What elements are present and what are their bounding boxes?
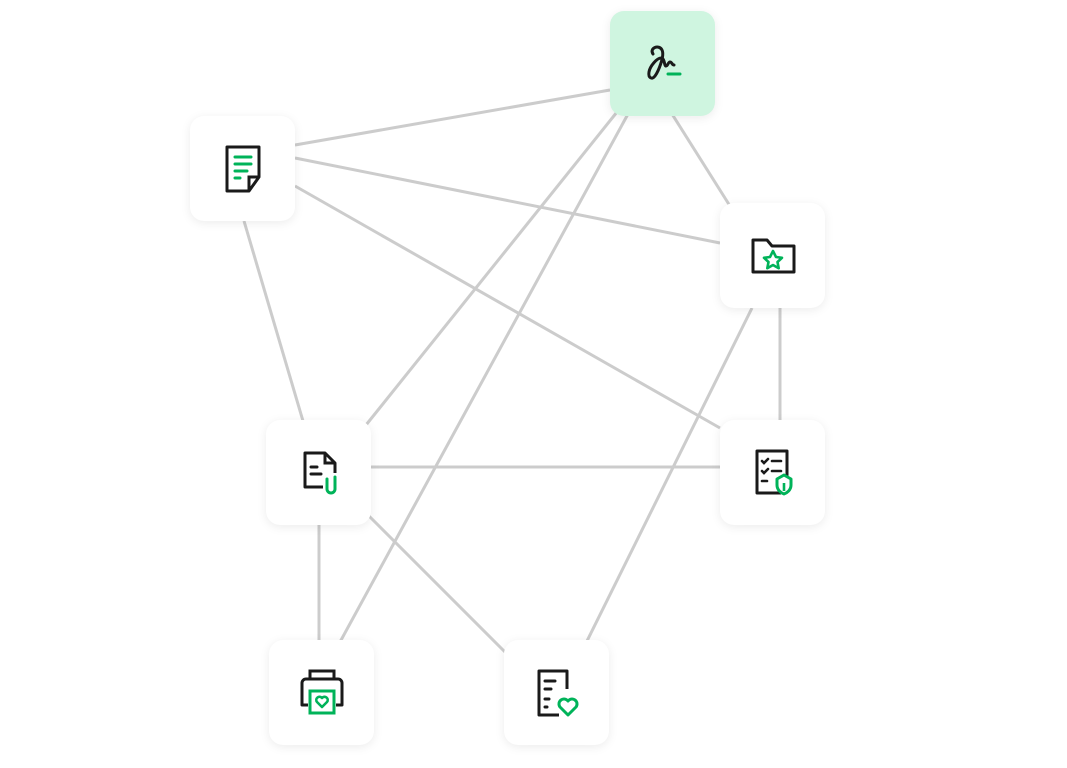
- document-lines-icon: [225, 145, 260, 192]
- printer-heart-icon: [300, 669, 343, 714]
- edge-signature-to-attachment: [364, 111, 619, 426]
- node-checklist[interactable]: [720, 420, 825, 525]
- folder-star-icon: [751, 238, 795, 273]
- edge-signature-to-document: [294, 88, 611, 147]
- signature-icon: [646, 45, 681, 80]
- node-attachment[interactable]: [266, 420, 371, 525]
- edge-signature-to-folder-star: [670, 113, 732, 207]
- edge-signature-to-printer: [338, 113, 630, 643]
- edge-document-to-checklist: [294, 184, 721, 430]
- checklist-shield-icon: [755, 449, 792, 495]
- edge-document-to-attachment: [242, 220, 305, 422]
- document-heart-icon: [537, 669, 578, 716]
- node-printer[interactable]: [269, 640, 374, 745]
- document-attachment-icon: [303, 451, 336, 494]
- node-folder-star[interactable]: [720, 203, 825, 308]
- node-signature[interactable]: [610, 11, 715, 116]
- edge-attachment-to-document-heart: [367, 514, 507, 654]
- node-document[interactable]: [190, 116, 295, 221]
- node-document-heart[interactable]: [504, 640, 609, 745]
- edge-folder-star-to-document-heart: [585, 307, 754, 642]
- edge-document-to-folder-star: [294, 156, 721, 245]
